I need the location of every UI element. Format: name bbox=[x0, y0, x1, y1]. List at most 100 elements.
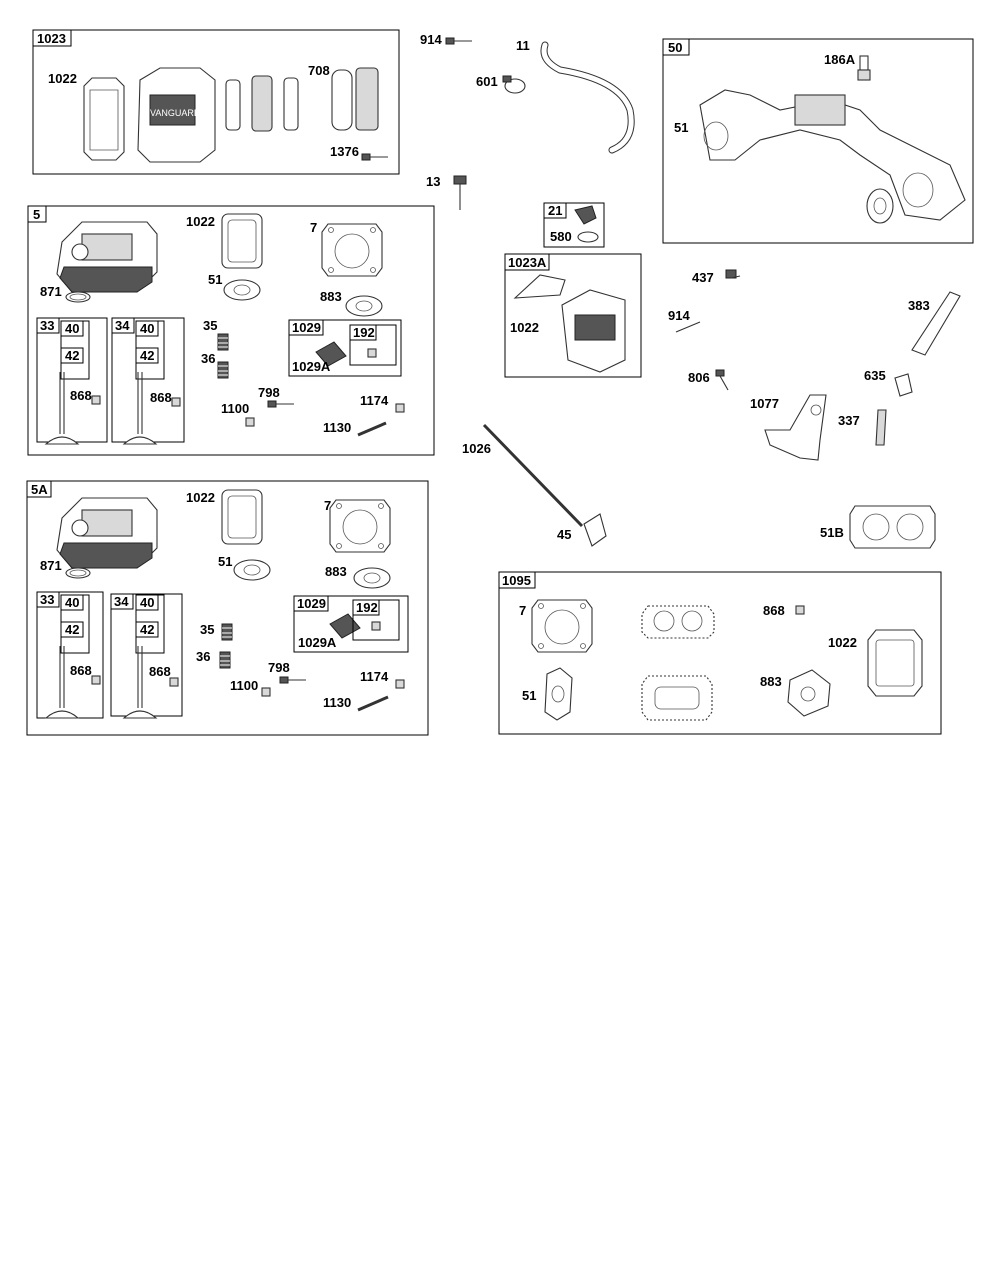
label-1022: 1022 bbox=[48, 71, 77, 86]
intake-manifold-part bbox=[699, 89, 966, 221]
breather-parts bbox=[225, 75, 299, 132]
spark-plug-337-part bbox=[875, 409, 887, 446]
screw-1376-part bbox=[361, 153, 389, 161]
label-7-5A: 7 bbox=[324, 498, 331, 513]
label-580: 580 bbox=[550, 229, 572, 244]
group-40-5Ab-tag: 40 bbox=[140, 595, 154, 610]
label-798-5: 798 bbox=[258, 385, 280, 400]
stud-1130-5A-part bbox=[357, 695, 389, 712]
group-5A-tag: 5A bbox=[31, 482, 48, 497]
hose-11-part bbox=[540, 41, 635, 154]
label-1130-5A: 1130 bbox=[323, 695, 351, 710]
group-1029-5-tag: 1029 bbox=[292, 320, 321, 335]
group-21-frame bbox=[543, 202, 605, 248]
bolt-13-part bbox=[453, 175, 467, 210]
group-33-5A-tag: 33 bbox=[40, 592, 54, 607]
label-1376: 1376 bbox=[330, 144, 359, 159]
clamp-601-part bbox=[502, 75, 526, 94]
valve-34-5A-part bbox=[123, 645, 157, 719]
nut-192-5-part bbox=[367, 348, 377, 358]
label-51-1095: 51 bbox=[522, 688, 536, 703]
bolt-914-mid-part bbox=[675, 321, 701, 333]
nut-192-5A-part bbox=[371, 621, 381, 631]
label-635: 635 bbox=[864, 368, 886, 383]
group-1023-tag: 1023 bbox=[37, 31, 66, 46]
group-34-5-frame bbox=[111, 317, 185, 443]
group-5-tag: 5 bbox=[33, 207, 40, 222]
gasket-708-part bbox=[331, 67, 379, 131]
group-33-5-frame bbox=[36, 317, 108, 443]
label-883-1095: 883 bbox=[760, 674, 782, 689]
gasket-51-5-part bbox=[223, 279, 261, 301]
group-42-5a-tag: 42 bbox=[65, 348, 79, 363]
lifter-45-part bbox=[583, 513, 607, 547]
fitting-186A-part bbox=[857, 55, 871, 81]
label-914-top: 914 bbox=[420, 32, 442, 47]
nut-1100-5A-part bbox=[261, 687, 271, 697]
group-50-tag: 50 bbox=[668, 40, 682, 55]
spring-36-5-part bbox=[217, 361, 229, 379]
label-1026: 1026 bbox=[462, 441, 491, 456]
gasket-51-5A-part bbox=[233, 559, 271, 581]
gasket-50-part bbox=[866, 188, 894, 224]
group-34-5-tag: 34 bbox=[115, 318, 130, 333]
bolt-914-part bbox=[445, 37, 473, 45]
bolt-437-part bbox=[725, 269, 741, 279]
label-914-mid: 914 bbox=[668, 308, 690, 323]
label-868-5b: 868 bbox=[150, 390, 172, 405]
group-1029-5A-frame bbox=[293, 595, 409, 653]
label-1022-1095: 1022 bbox=[828, 635, 857, 650]
label-437: 437 bbox=[692, 270, 714, 285]
label-51-manifold: 51 bbox=[674, 120, 688, 135]
cylinder-head-5-part bbox=[56, 221, 158, 293]
stud-1130-5-part bbox=[357, 421, 387, 437]
label-871-5A: 871 bbox=[40, 558, 62, 573]
gasket-883-5A-part bbox=[353, 567, 391, 589]
group-1029-5A-tag: 1029 bbox=[297, 596, 326, 611]
screw-806-part bbox=[715, 369, 729, 391]
group-192-5A-tag: 192 bbox=[356, 600, 378, 615]
spring-35-5-part bbox=[217, 333, 229, 351]
boot-635-part bbox=[894, 373, 913, 397]
gasket-883-5-part bbox=[345, 295, 383, 317]
label-868-1095: 868 bbox=[763, 603, 785, 618]
group-1023A-tag: 1023A bbox=[508, 255, 547, 270]
group-33-5A-frame bbox=[36, 591, 104, 719]
group-42-5Aa-tag: 42 bbox=[65, 622, 79, 637]
label-1077: 1077 bbox=[750, 396, 779, 411]
group-34-5A-tag: 34 bbox=[114, 594, 129, 609]
label-51-5A: 51 bbox=[218, 554, 232, 569]
label-798-5A: 798 bbox=[268, 660, 290, 675]
head-gasket-7-5-part bbox=[321, 223, 383, 277]
label-1100-5A: 1100 bbox=[230, 678, 258, 693]
seal-868-1095-part bbox=[795, 605, 805, 615]
label-51-5: 51 bbox=[208, 272, 222, 287]
gasket-1022-part bbox=[83, 77, 125, 161]
label-45: 45 bbox=[557, 527, 571, 542]
bolt-798-5-part bbox=[267, 400, 295, 408]
intake-gasket-1095-part bbox=[641, 605, 715, 639]
label-337: 337 bbox=[838, 413, 860, 428]
nut-1174-5A-part bbox=[395, 679, 405, 689]
label-1022-5: 1022 bbox=[186, 214, 215, 229]
group-1023A-frame bbox=[504, 253, 642, 378]
svg-text:VANGUARD: VANGUARD bbox=[150, 108, 201, 118]
group-40-5Aa-tag: 40 bbox=[65, 595, 79, 610]
group-40-5b-tag: 40 bbox=[140, 321, 154, 336]
label-1174-5: 1174 bbox=[360, 393, 389, 408]
valve-34-5-part bbox=[123, 371, 157, 445]
label-11: 11 bbox=[516, 38, 530, 53]
pushrod-1026-part bbox=[482, 423, 584, 528]
valve-cover-1023A-part bbox=[513, 274, 626, 373]
valve-33-5A-part bbox=[45, 645, 79, 719]
gasket-51-1095-part bbox=[544, 667, 573, 721]
label-7-5: 7 bbox=[310, 220, 317, 235]
label-186A: 186A bbox=[824, 52, 856, 67]
label-868-5a: 868 bbox=[70, 388, 92, 403]
seal-871-5A-part bbox=[65, 567, 91, 579]
label-1022-5A: 1022 bbox=[186, 490, 215, 505]
label-36-5: 36 bbox=[201, 351, 215, 366]
gasket-1022-5A-part bbox=[221, 489, 263, 545]
spring-36-5A-part bbox=[219, 651, 231, 669]
